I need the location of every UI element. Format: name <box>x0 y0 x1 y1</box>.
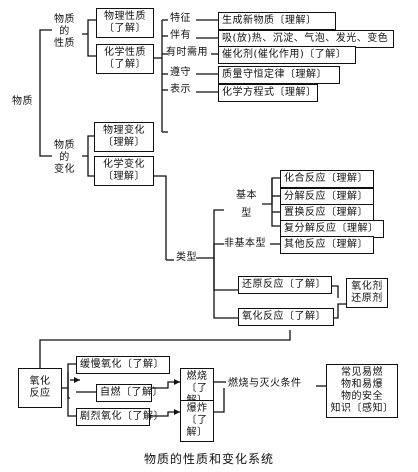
tag-accompany: 伴有 <box>170 30 191 41</box>
type-label: 类型 <box>176 252 197 263</box>
reaction-other: 其他反应〔理解〕 <box>280 236 374 254</box>
physical-properties-box: 物理性质 〔了解〕 <box>96 8 154 38</box>
changes-label: 物质 的 变化 <box>54 140 75 175</box>
root-label: 物质 <box>12 96 33 107</box>
item-catalyst: 催化剂(催化作用)〔了解〕 <box>218 46 356 64</box>
slow-oxidation-box: 缓慢氧化〔了解〕 <box>76 356 170 374</box>
fire-conditions-text: 燃烧与灭火条件 <box>228 378 302 389</box>
tag-feature: 特征 <box>170 13 191 24</box>
tag-obey: 遵守 <box>170 67 191 78</box>
basic-type-label: 基本 型 <box>236 190 257 219</box>
oxidation-reaction-box: 氧化反应〔了解〕 <box>238 308 334 326</box>
chemical-properties-box: 化学性质 〔了解〕 <box>96 44 154 74</box>
physical-change-box: 物理变化 〔理解〕 <box>94 122 154 152</box>
reduction-reaction-box: 还原反应〔了解〕 <box>238 276 332 294</box>
item-equation: 化学方程式〔理解〕 <box>218 84 318 102</box>
tag-represent: 表示 <box>170 84 191 95</box>
explosion-box: 爆炸 〔了 解〕 <box>180 400 214 442</box>
nonbasic-type-label: 非基本型 <box>224 238 266 249</box>
intense-oxidation-box: 剧烈氧化〔了解〕 <box>76 408 164 426</box>
item-conservation: 质量守恒定律〔理解〕 <box>218 66 340 84</box>
diagram-caption: 物质的性质和变化系统 <box>143 452 274 466</box>
chemical-change-box: 化学变化 〔理解〕 <box>94 156 154 186</box>
tag-sometimes: 有时需用 <box>166 47 208 58</box>
spontaneous-combustion-box: 自燃〔了解〕 <box>96 384 163 402</box>
properties-label: 物质 的 性质 <box>54 14 75 49</box>
safety-knowledge-box: 常见易燃 物和易爆 物的安全 知识〔感知〕 <box>326 364 398 418</box>
reaction-combination: 化合反应〔理解〕 <box>280 170 374 188</box>
oxidation-reaction-detail-box: 氧化 反应 <box>18 368 62 408</box>
redox-agent-box: 氧化剂 还原剂 <box>346 278 388 308</box>
item-new-substance: 生成新物质〔理解〕 <box>218 12 336 30</box>
